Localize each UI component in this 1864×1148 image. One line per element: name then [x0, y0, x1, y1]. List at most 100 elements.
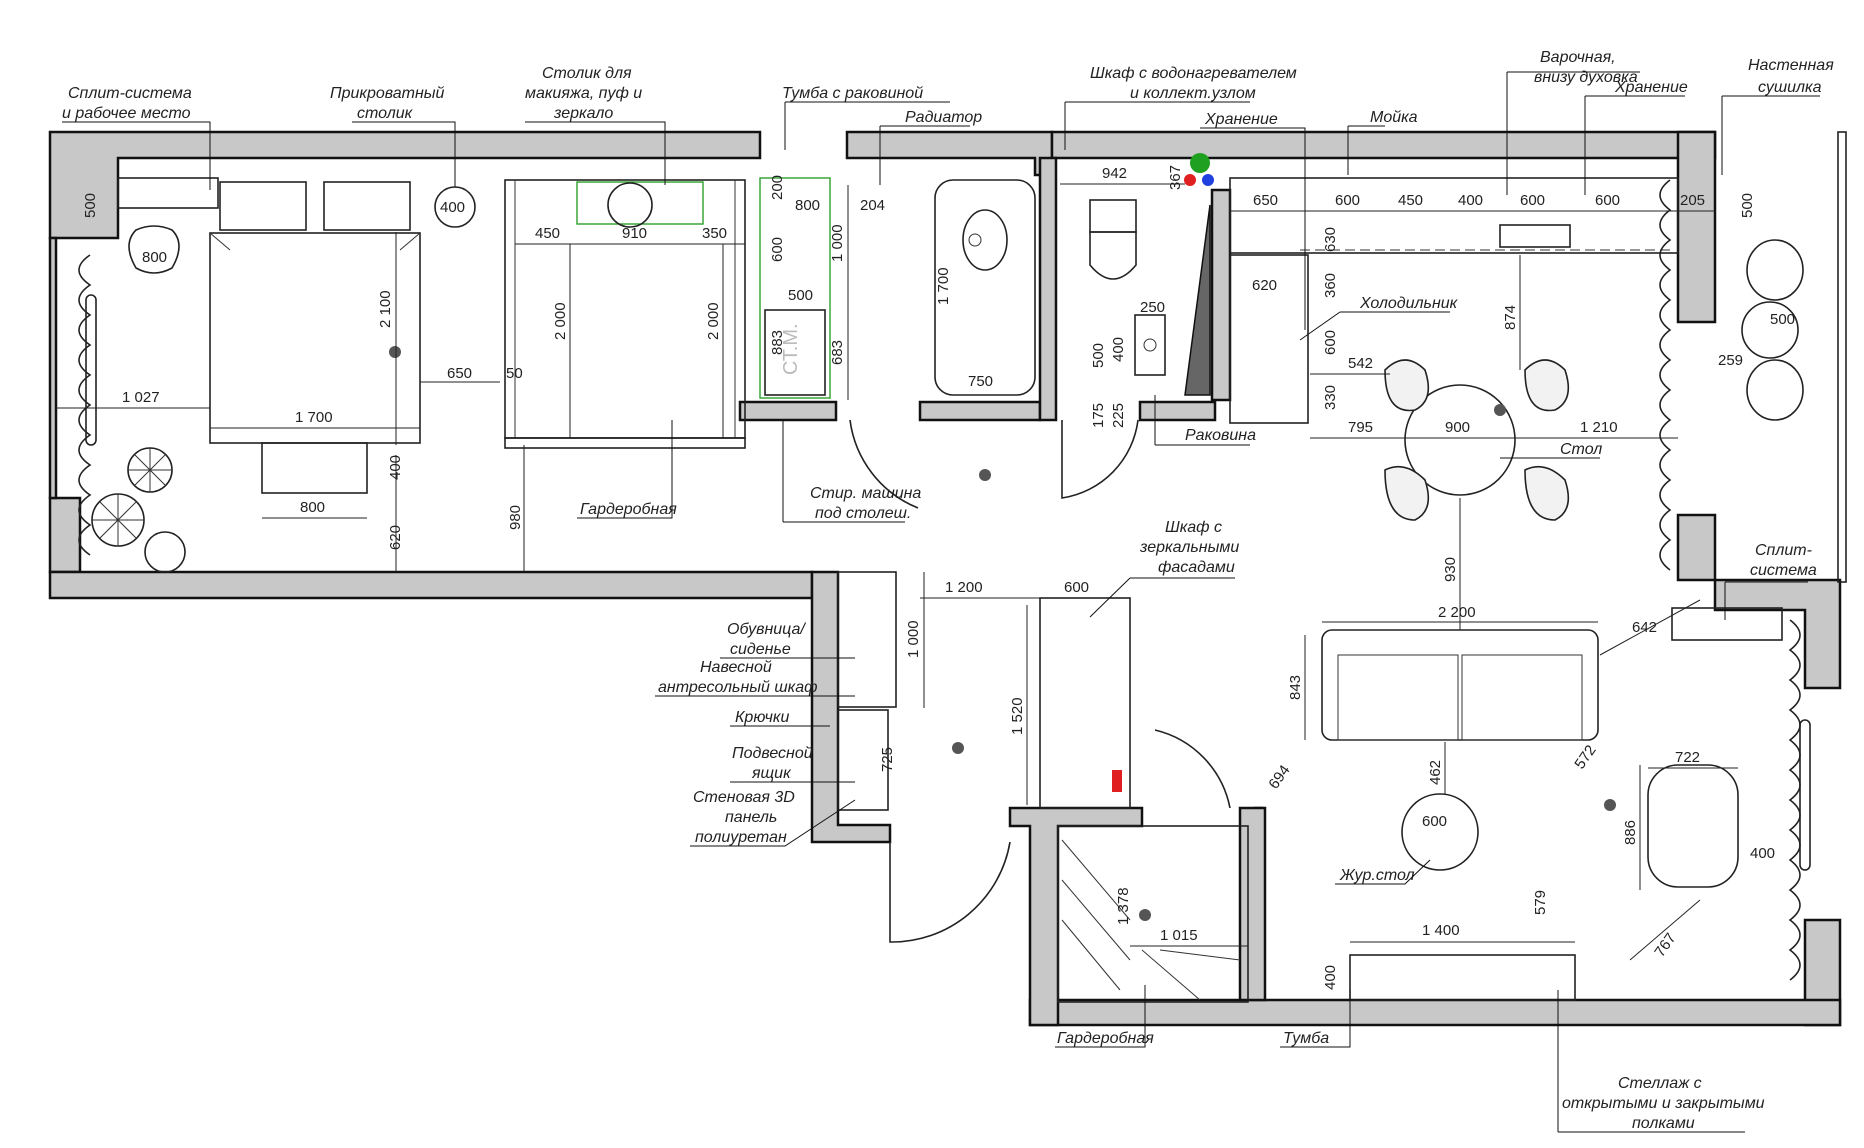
label-fridge: Холодильник: [1359, 295, 1459, 312]
label-makeup-1: Столик для: [542, 65, 632, 82]
dim: 795: [1348, 419, 1373, 436]
curtain: [1659, 179, 1672, 571]
makeup-stool: [607, 182, 653, 228]
label-sink-kitchen: Мойка: [1370, 109, 1418, 126]
label-radiator: Радиатор: [905, 109, 982, 126]
label-wc-sink: Раковина: [1185, 427, 1256, 444]
dim: 910: [622, 225, 647, 242]
label-shelving-1: Стеллаж с: [1618, 1075, 1702, 1092]
label-hob-1: Варочная,: [1540, 49, 1616, 66]
label-bedside-1: Прикроватный: [330, 85, 445, 102]
label-split2-2: система: [1750, 562, 1817, 579]
label-coffee: Жур.стол: [1339, 867, 1415, 884]
dim: 450: [535, 225, 560, 242]
label-bedside-2: столик: [357, 105, 414, 122]
dim: 1 520: [1009, 697, 1026, 735]
annotation-labels: Сплит-система и рабочее место Прикроватн…: [62, 49, 1834, 1133]
dim: 2 000: [552, 302, 569, 340]
dim: 900: [1445, 419, 1470, 436]
living-room: [1321, 607, 1811, 1001]
dim: 883: [769, 330, 786, 355]
dim: 650: [447, 365, 472, 382]
label-box-2: ящик: [751, 765, 792, 782]
curtain: [78, 254, 92, 556]
label-panel-3: полиуретан: [695, 829, 787, 846]
dim: 400: [1458, 192, 1483, 209]
label-dryer-1: Настенная: [1748, 57, 1834, 74]
label-vanity: Тумба с раковиной: [782, 85, 923, 102]
label-storage1: Хранение: [1204, 111, 1278, 128]
dim: 800: [795, 197, 820, 214]
bathtub: [934, 179, 1036, 396]
label-dryer-2: сушилка: [1758, 79, 1822, 96]
label-mirror-wardrobe-2: зеркальными: [1139, 539, 1239, 556]
dim: 722: [1675, 749, 1700, 766]
light-point-icon: [389, 346, 401, 358]
label-boiler-2: и коллект.узлом: [1130, 85, 1256, 102]
dim: 843: [1287, 675, 1304, 700]
label-panel-1: Стеновая 3D: [693, 789, 795, 806]
dim: 1 700: [295, 409, 333, 426]
bathroom: СТ.М.: [759, 153, 1214, 509]
label-mezzanine-2: антресольный шкаф: [658, 679, 817, 696]
dim: 750: [968, 373, 993, 390]
wc-sink: [1134, 314, 1166, 376]
dim: 400: [1750, 845, 1775, 862]
dim: 572: [1571, 742, 1599, 772]
dim: 1 210: [1580, 419, 1618, 436]
dim: 600: [1520, 192, 1545, 209]
dim: 620: [1252, 277, 1277, 294]
label-shoe-2: сиденье: [730, 641, 791, 658]
walls: [48, 130, 1842, 1027]
dim: 800: [300, 499, 325, 516]
label-boiler-1: Шкаф с водонагревателем: [1090, 65, 1297, 82]
dim: 630: [1322, 227, 1339, 252]
dim: 500: [82, 193, 99, 218]
sofa: [1321, 629, 1599, 741]
label-mezzanine-1: Навесной: [700, 659, 772, 676]
curtain: [1788, 619, 1801, 981]
bedroom: [78, 177, 476, 573]
dim: 600: [1335, 192, 1360, 209]
dim: 500: [1770, 311, 1795, 328]
dim: 205: [1680, 192, 1705, 209]
label-split-work-1: Сплит-система: [68, 85, 192, 102]
dim: 600: [1595, 192, 1620, 209]
dim: 450: [1398, 192, 1423, 209]
dim: 542: [1348, 355, 1373, 372]
label-washing-1: Стир. машина: [810, 485, 921, 502]
dim: 1 700: [935, 267, 952, 305]
label-box-1: Подвесной: [732, 745, 813, 762]
washer-label: СТ.М.: [780, 323, 802, 375]
dim: 330: [1322, 385, 1339, 410]
dim: 942: [1102, 165, 1127, 182]
label-wardrobe2: Гардеробная: [1057, 1030, 1154, 1047]
dim: 886: [1622, 820, 1639, 845]
dim: 350: [702, 225, 727, 242]
dim: 500: [788, 287, 813, 304]
dim: 500: [1090, 343, 1107, 368]
fridge: [1229, 254, 1309, 424]
dressing-room: [504, 179, 746, 449]
dim: 200: [769, 175, 786, 200]
dim: 930: [1442, 557, 1459, 582]
label-mirror-wardrobe-3: фасадами: [1158, 559, 1235, 576]
dim: 360: [1322, 273, 1339, 298]
label-mirror-wardrobe-1: Шкаф с: [1165, 519, 1222, 536]
dim: 400: [1110, 337, 1127, 362]
dim: 600: [1422, 813, 1447, 830]
dim: 1 200: [945, 579, 983, 596]
label-tv: Тумба: [1283, 1030, 1329, 1047]
boiler-icon: [1190, 153, 1210, 173]
dim: 683: [829, 340, 846, 365]
dim: 225: [1110, 403, 1127, 428]
dim: 1 027: [122, 389, 160, 406]
dim: 367: [1167, 165, 1184, 190]
dim: 1 000: [829, 224, 846, 262]
plant-icon: [91, 447, 186, 573]
label-split2-1: Сплит-: [1755, 542, 1812, 559]
label-shelving-2: открытыми и закрытыми: [1562, 1095, 1765, 1112]
dim: 400: [1322, 965, 1339, 990]
label-storage2: Хранение: [1614, 79, 1688, 96]
